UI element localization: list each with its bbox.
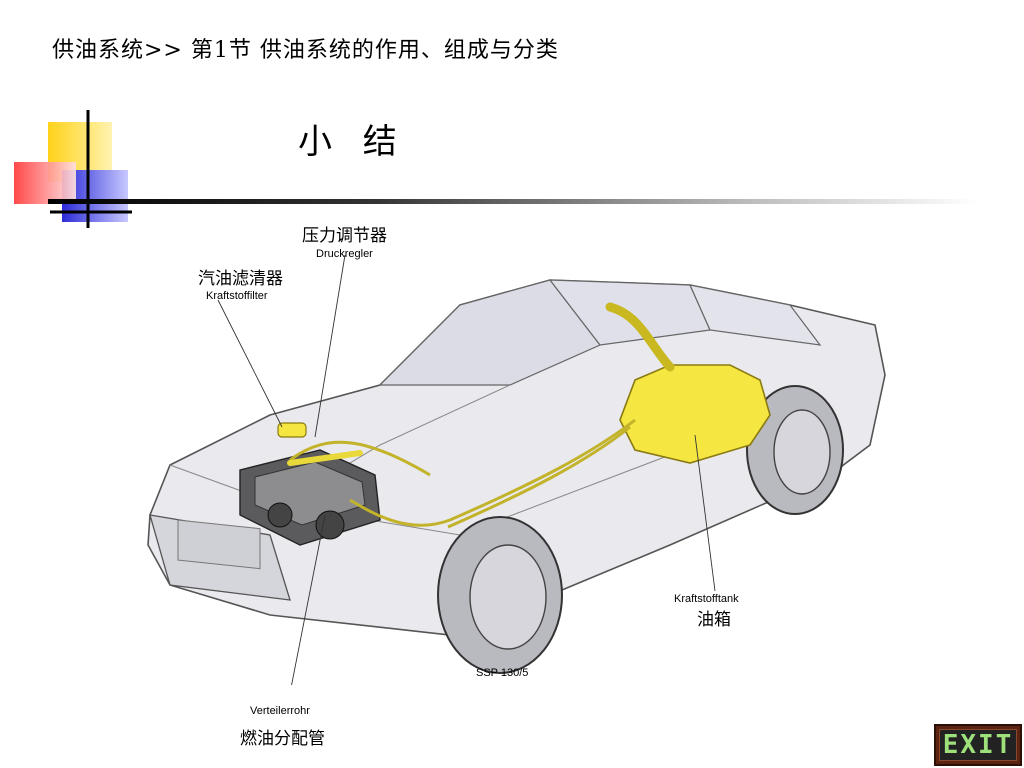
- fuel-filler-neck: [605, 302, 675, 372]
- car-fuel-system-illustration: [147, 254, 886, 685]
- label-pressure-regulator-cn: 压力调节器: [302, 226, 387, 246]
- label-fuel-tank-de: Kraftstofftank: [674, 593, 739, 605]
- engine-block: [239, 449, 381, 546]
- exit-button[interactable]: EXIT: [934, 724, 1022, 766]
- front-wheel: [437, 516, 563, 674]
- exit-label: EXIT: [942, 730, 1014, 760]
- fuel-tank: [619, 364, 771, 464]
- fuel-rail: [287, 450, 363, 466]
- decorative-squares: [14, 110, 132, 228]
- figure-code: SSP 130/5: [476, 667, 529, 679]
- label-fuel-rail-de: Verteilerrohr: [250, 705, 310, 717]
- label-fuel-filter-cn: 汽油滤清器: [198, 269, 283, 289]
- fuel-lines: [289, 418, 636, 529]
- title-rule: [48, 199, 978, 204]
- label-fuel-filter-de: Kraftstoffilter: [206, 290, 268, 302]
- exit-button-face: EXIT: [939, 729, 1017, 761]
- fuel-filter: [277, 422, 307, 438]
- label-fuel-tank-cn: 油箱: [697, 610, 731, 630]
- label-pressure-regulator-de: Druckregler: [316, 248, 373, 260]
- slide-title: 小 结: [298, 122, 407, 162]
- label-fuel-rail-cn: 燃油分配管: [240, 729, 325, 749]
- rear-wheel: [746, 385, 844, 515]
- breadcrumb: 供油系统>> 第1节 供油系统的作用、组成与分类: [52, 38, 559, 63]
